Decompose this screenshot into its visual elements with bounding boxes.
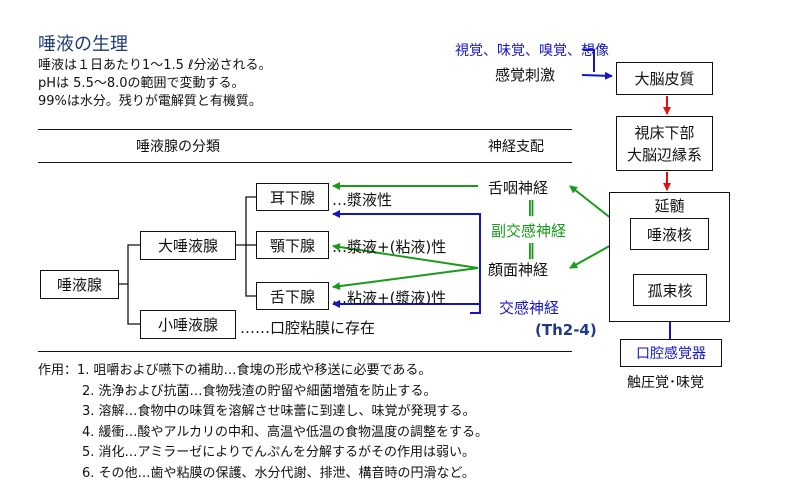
sympathetic-spinal-levels: (Th2-4) xyxy=(535,321,597,339)
intro-line: 唾液は１日あたり1～1.5 ℓ分泌される。 xyxy=(38,58,272,73)
medulla-label: 延髄 xyxy=(654,197,685,215)
parasympathetic-nerve-label: 副交感神経 xyxy=(491,222,567,240)
nerve-header: 神経支配 xyxy=(488,139,544,155)
action-item: 3. 溶解…食物中の味質を溶解させ味蕾に到達し、味覚が発現する。 xyxy=(82,404,476,419)
minor-salivary-gland-box: 小唾液腺 xyxy=(140,310,236,339)
intro-line: 99%は水分。残りが電解質と有機質。 xyxy=(38,94,262,109)
parasympathetic-mark: ‖ xyxy=(527,197,535,216)
medulla-box: 延髄 xyxy=(609,192,730,322)
actions-label: 作用： xyxy=(38,363,78,378)
glossopharyngeal-nerve-label: 舌咽神経 xyxy=(488,179,549,197)
sympathetic-nerve-label: 交感神経 xyxy=(499,299,560,317)
minor-gland-note: ……口腔粘膜に存在 xyxy=(240,319,376,337)
receptor-types-label: 触圧覚･味覚 xyxy=(627,375,704,391)
parotid-note: …漿液性 xyxy=(332,191,393,209)
action-item: 作用：1. 咀嚼および嚥下の補助…食塊の形成や移送に必要である。 xyxy=(38,361,488,382)
solitary-nucleus-box: 孤束核 xyxy=(633,274,707,306)
table-top-rule xyxy=(38,129,572,130)
sublingual-gland-box: 舌下腺 xyxy=(256,282,329,310)
gland-tree-lines xyxy=(119,196,256,325)
table-bottom-rule xyxy=(38,351,572,352)
intro-text: 唾液は１日あたり1～1.5 ℓ分泌される。 pHは 5.5～8.0の範囲で変動す… xyxy=(38,57,271,111)
salivary-gland-box: 唾液腺 xyxy=(40,270,119,299)
oral-receptors-box: 口腔感覚器 xyxy=(620,339,722,367)
intro-line: pHは 5.5～8.0の範囲で変動する。 xyxy=(38,76,245,91)
table-header-rule xyxy=(38,162,572,163)
actions-list: 作用：1. 咀嚼および嚥下の補助…食塊の形成や移送に必要である。 2. 洗浄およ… xyxy=(38,361,488,484)
classification-header: 唾液腺の分類 xyxy=(136,139,220,155)
major-salivary-gland-box: 大唾液腺 xyxy=(140,231,236,260)
action-text: 1. 咀嚼および嚥下の補助…食塊の形成や移送に必要である。 xyxy=(77,363,432,378)
submandibular-gland-box: 顎下腺 xyxy=(256,231,329,259)
facial-nerve-label: 顔面神経 xyxy=(488,261,549,279)
parotid-gland-box: 耳下腺 xyxy=(256,183,329,211)
parasympathetic-mark-lower: ‖ xyxy=(527,240,535,259)
submandibular-note: …漿液+(粘液)性 xyxy=(332,238,447,256)
action-item: 4. 緩衝…酸やアルカリの中和、高温や低温の食物温度の調整をする。 xyxy=(82,424,489,440)
sympathetic-lines xyxy=(332,210,481,314)
action-item: 5. 消化…アミラーゼによりでんぷんを分解するがその作用は弱い。 xyxy=(82,445,476,460)
action-item: 2. 洗浄および抗菌…食物残渣の貯留や細菌増殖を防止する。 xyxy=(82,383,437,399)
stimuli-label: 視覚、味覚、嗅覚、想像 xyxy=(455,43,609,59)
limbic-system-label: 大脳辺縁系 xyxy=(626,145,702,164)
salivary-nucleus-box: 唾液核 xyxy=(630,218,709,250)
action-item: 6. その他…歯や粘膜の保護、水分代謝、排泄、構音時の円滑など。 xyxy=(82,465,475,481)
page-title: 唾液の生理 xyxy=(38,34,128,55)
sublingual-note: …粘液+(漿液)性 xyxy=(332,289,447,307)
cerebral-cortex-box: 大脳皮質 xyxy=(616,62,713,95)
hypothalamus-limbic-box: 視床下部 大脳辺縁系 xyxy=(616,116,713,171)
sensory-stimulus-label: 感覚刺激 xyxy=(495,66,556,84)
hypothalamus-label: 視床下部 xyxy=(634,123,695,142)
